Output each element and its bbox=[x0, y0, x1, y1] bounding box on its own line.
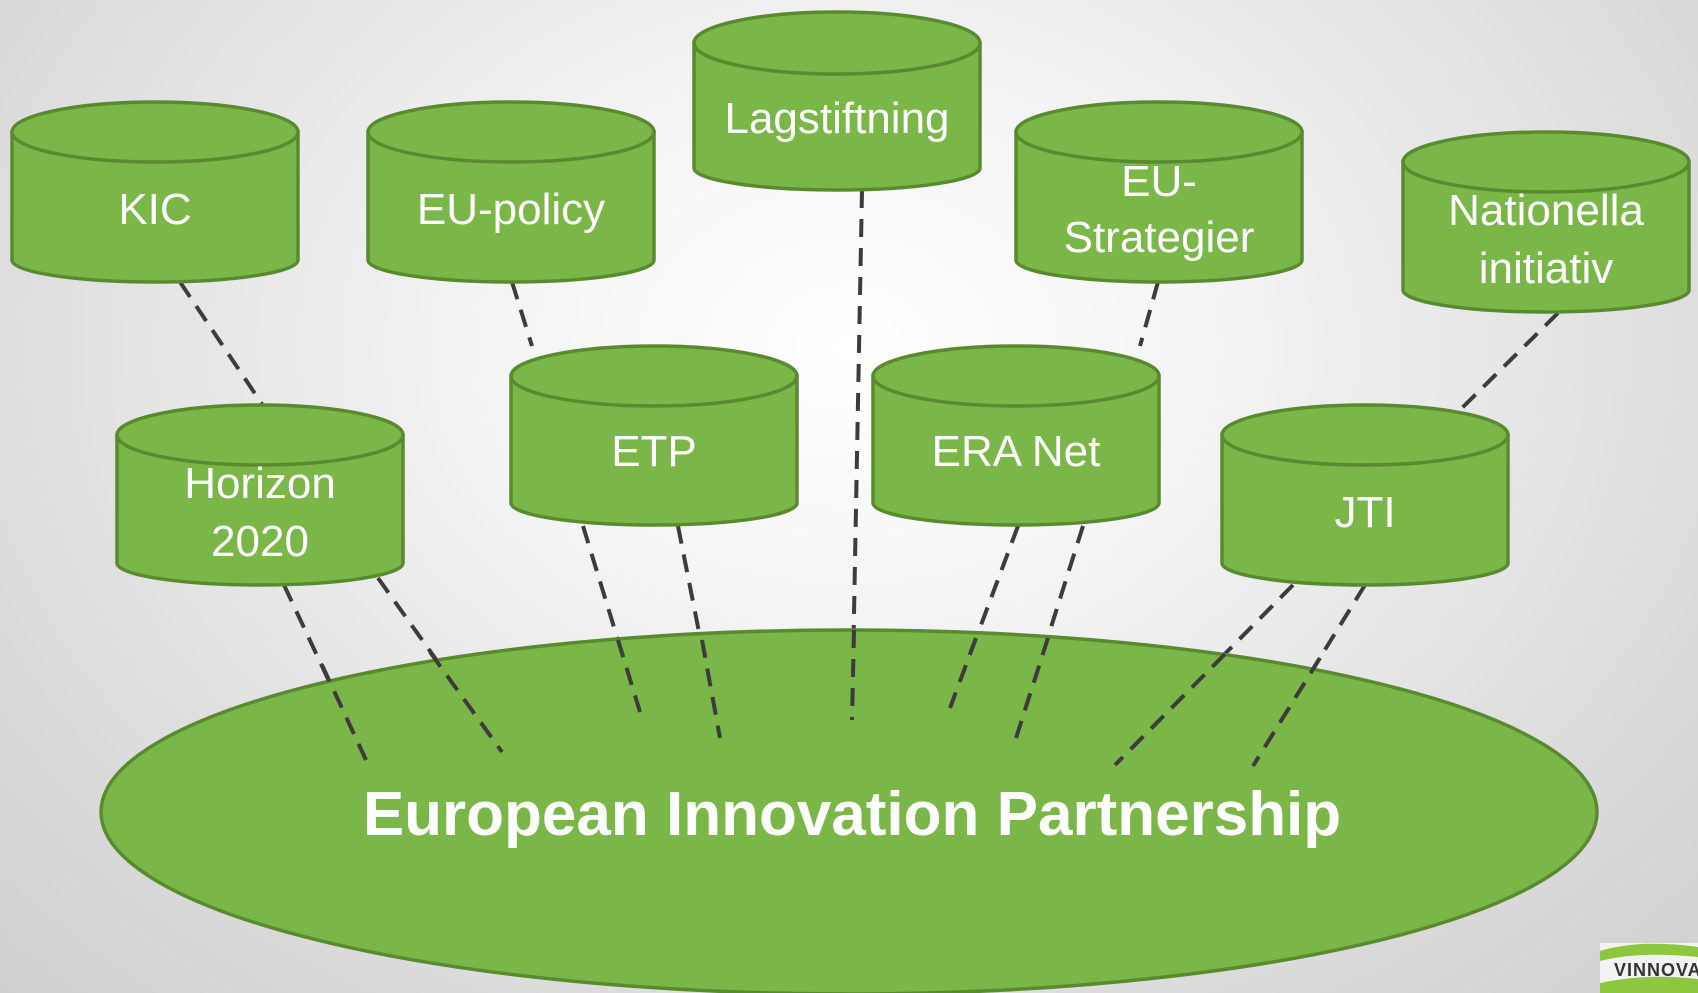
node-jti-top bbox=[1220, 403, 1510, 467]
node-horizon-2020-top bbox=[115, 403, 405, 467]
vinnova-logo-text: VINNOVA bbox=[1614, 960, 1698, 980]
node-nationella-initiativ-label-1: Nationella bbox=[1448, 186, 1644, 235]
node-horizon-2020-body bbox=[115, 433, 405, 587]
node-jti-body bbox=[1220, 433, 1510, 587]
connectors-overlay bbox=[320, 629, 1322, 768]
connector-etp-center-b-overlay bbox=[700, 639, 722, 739]
node-eu-policy-label: EU-policy bbox=[417, 185, 605, 234]
node-lagstiftning-body bbox=[692, 41, 982, 192]
node-jti: JTI bbox=[1220, 403, 1510, 587]
node-nationella-initiativ-top bbox=[1401, 130, 1691, 194]
node-kic: KIC bbox=[10, 100, 300, 284]
node-horizon-2020-label-1: Horizon bbox=[184, 459, 336, 508]
connector-horizon-center-b-overlay bbox=[428, 650, 504, 754]
center-ellipse bbox=[99, 628, 1599, 993]
vinnova-logo: VINNOVA bbox=[1600, 943, 1698, 993]
node-etp-label: ETP bbox=[611, 427, 697, 476]
node-etp-top bbox=[509, 344, 799, 408]
connector-eupolicy-etp bbox=[510, 281, 534, 347]
node-nationella-initiativ-label-2: initiativ bbox=[1479, 244, 1614, 293]
node-lagstiftning-top bbox=[692, 10, 982, 76]
connector-eranet-center-a-overlay bbox=[948, 637, 978, 709]
node-nationella-initiativ-body bbox=[1401, 160, 1691, 314]
node-era-net: ERA Net bbox=[871, 344, 1161, 527]
node-kic-body bbox=[10, 130, 300, 284]
node-etp: ETP bbox=[509, 344, 799, 527]
node-lagstiftning-label: Lagstiftning bbox=[724, 94, 949, 143]
node-eu-strategier-body bbox=[1014, 130, 1304, 284]
center-node bbox=[99, 628, 1599, 993]
node-etp-body bbox=[509, 374, 799, 527]
node-era-net-body bbox=[871, 374, 1161, 527]
node-eu-strategier-label-2: Strategier bbox=[1064, 213, 1255, 262]
node-kic-label: KIC bbox=[118, 185, 191, 234]
vinnova-logo-graphic: VINNOVA bbox=[1600, 943, 1698, 993]
node-eu-policy-top bbox=[366, 100, 656, 164]
node-era-net-label: ERA Net bbox=[932, 427, 1101, 476]
connector-nationella-jti bbox=[1458, 311, 1560, 412]
connector-eranet-center-b-overlay bbox=[1014, 637, 1050, 739]
node-eu-strategier-top bbox=[1014, 100, 1304, 164]
connector-etp-center-a-overlay bbox=[616, 639, 642, 713]
connector-jti-center-a-overlay bbox=[1113, 652, 1227, 767]
connector-eustrategier-eranet bbox=[1138, 281, 1160, 347]
node-eu-strategier: EU- Strategier bbox=[1014, 100, 1304, 284]
node-eu-policy-body bbox=[366, 130, 656, 284]
node-eu-strategier-label-1: EU- bbox=[1121, 157, 1197, 206]
node-kic-top bbox=[10, 100, 300, 164]
center-label: European Innovation Partnership bbox=[363, 780, 1341, 849]
connector-kic-horizon bbox=[178, 280, 264, 406]
node-horizon-2020: Horizon 2020 bbox=[115, 403, 405, 587]
connector-lagstiftning-center-overlay bbox=[850, 629, 856, 721]
node-lagstiftning: Lagstiftning bbox=[692, 10, 982, 192]
connector-jti-center-b-overlay bbox=[1251, 656, 1322, 768]
node-jti-label: JTI bbox=[1334, 488, 1395, 537]
node-nationella-initiativ: Nationella initiativ bbox=[1401, 130, 1691, 314]
node-horizon-2020-label-2: 2020 bbox=[211, 517, 309, 566]
node-eu-policy: EU-policy bbox=[366, 100, 656, 284]
node-era-net-top bbox=[871, 344, 1161, 408]
connector-horizon-center-a-overlay bbox=[320, 664, 368, 761]
